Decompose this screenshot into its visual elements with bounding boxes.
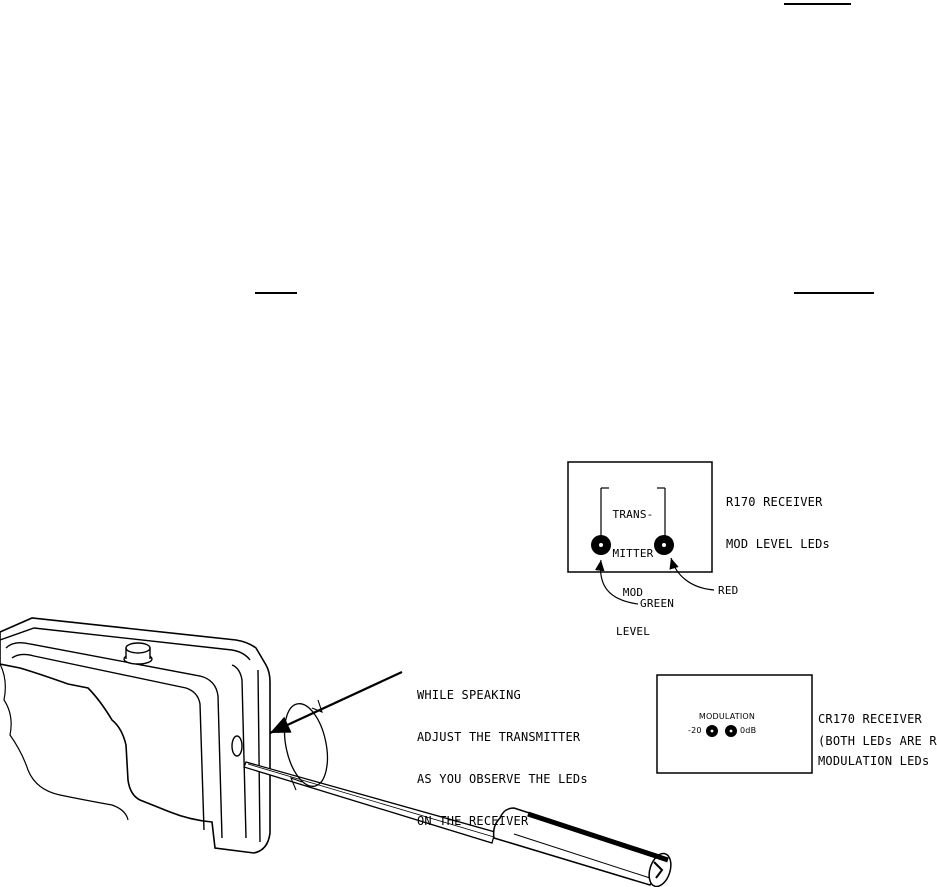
green-label: GREEN: [640, 597, 675, 610]
r170-caption: R170 RECEIVER MOD LEVEL LEDs: [726, 467, 830, 565]
red-led: [654, 535, 674, 555]
r170-panel-label-line3: MOD: [622, 586, 644, 599]
cr170-caption: CR170 RECEIVER MODULATION LEDs: [818, 684, 929, 782]
r170-panel-label-line2: MITTER: [612, 547, 654, 560]
instruction-line4: ON THE RECEIVER: [417, 814, 529, 828]
cr170-left-led: [706, 725, 718, 737]
instruction-line2: ADJUST THE TRANSMITTER: [417, 730, 581, 744]
green-led: [591, 535, 611, 555]
r170-panel-label-line4: LEVEL: [615, 625, 651, 638]
cr170-right-led: [725, 725, 737, 737]
red-pointer-arrow: [669, 557, 715, 591]
r170-panel-label-line1: TRANS-: [612, 508, 654, 521]
r170-caption-line2: MOD LEVEL LEDs: [726, 537, 830, 551]
cr170-caption-line2: MODULATION LEDs: [818, 754, 930, 768]
cr170-right-value: 0dB: [740, 726, 757, 735]
cr170-caption-line1: CR170 RECEIVER: [818, 712, 922, 726]
cr170-left-value: -20: [688, 726, 702, 735]
green-pointer-arrow: [594, 559, 639, 605]
cr170-panel: [656, 674, 813, 774]
screwdriver: [243, 699, 672, 887]
cr170-note: (BOTH LEDs ARE RED): [818, 734, 937, 748]
instruction-text: WHILE SPEAKING ADJUST THE TRANSMITTER AS…: [417, 660, 588, 842]
instruction-line3: AS YOU OBSERVE THE LEDs: [417, 772, 588, 786]
adjustment-hole: [231, 735, 243, 757]
instruction-line1: WHILE SPEAKING: [417, 688, 521, 702]
red-label: RED: [718, 584, 739, 597]
r170-panel: [567, 461, 713, 573]
transmitter-body: [0, 617, 271, 854]
r170-panel-label: TRANS- MITTER MOD LEVEL: [603, 482, 663, 651]
instruction-arrow: [269, 671, 403, 734]
cr170-panel-label: MODULATION: [698, 712, 756, 721]
r170-caption-line1: R170 RECEIVER: [726, 495, 823, 509]
